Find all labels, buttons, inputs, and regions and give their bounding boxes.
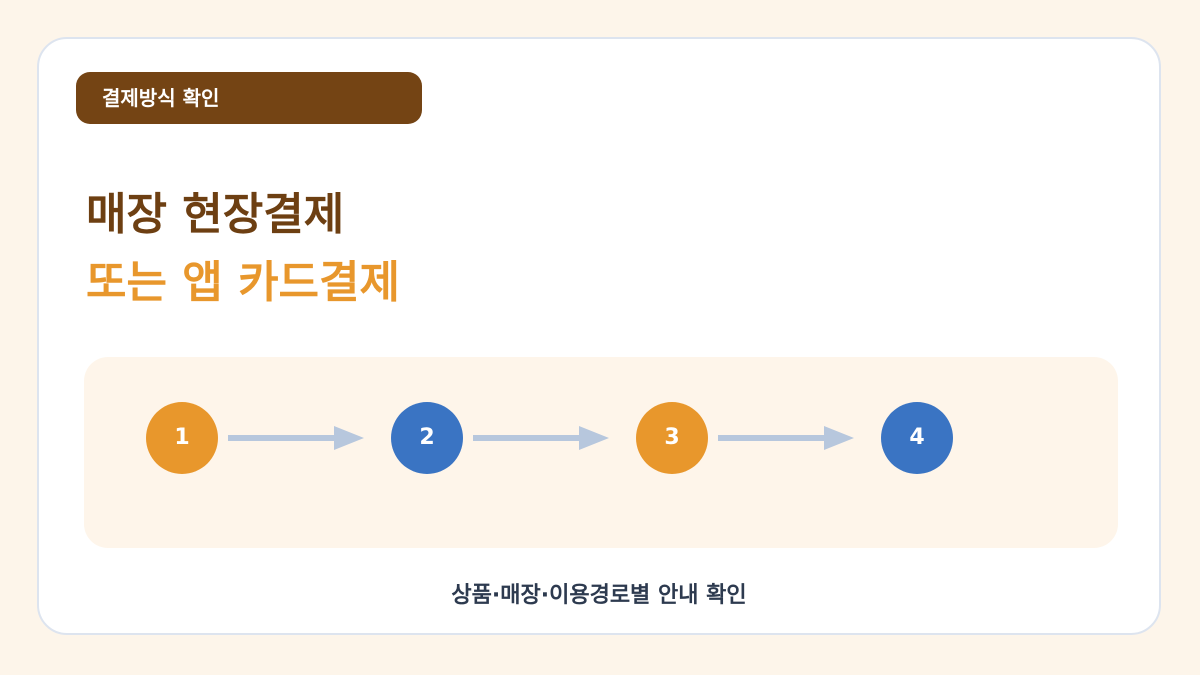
- arrow-right-icon: [718, 426, 854, 450]
- arrow-right-icon: [473, 426, 609, 450]
- title-line-1: 매장 현장결제: [86, 189, 345, 240]
- step-4-circle: 4: [881, 402, 953, 474]
- section-tag: 결제방식 확인: [76, 72, 422, 124]
- step-3-circle: 3: [636, 402, 708, 474]
- step-1-circle: 1: [146, 402, 218, 474]
- footer-note: 상품·매장·이용경로별 안내 확인: [451, 583, 747, 608]
- content-card: 결제방식 확인 매장 현장결제 또는 앱 카드결제 1 2 3 4 상품·매장·…: [37, 37, 1161, 635]
- step-2-circle: 2: [391, 402, 463, 474]
- arrow-right-icon: [228, 426, 364, 450]
- flow-panel: 1 2 3 4: [84, 357, 1118, 548]
- title-line-2: 또는 앱 카드결제: [86, 257, 400, 308]
